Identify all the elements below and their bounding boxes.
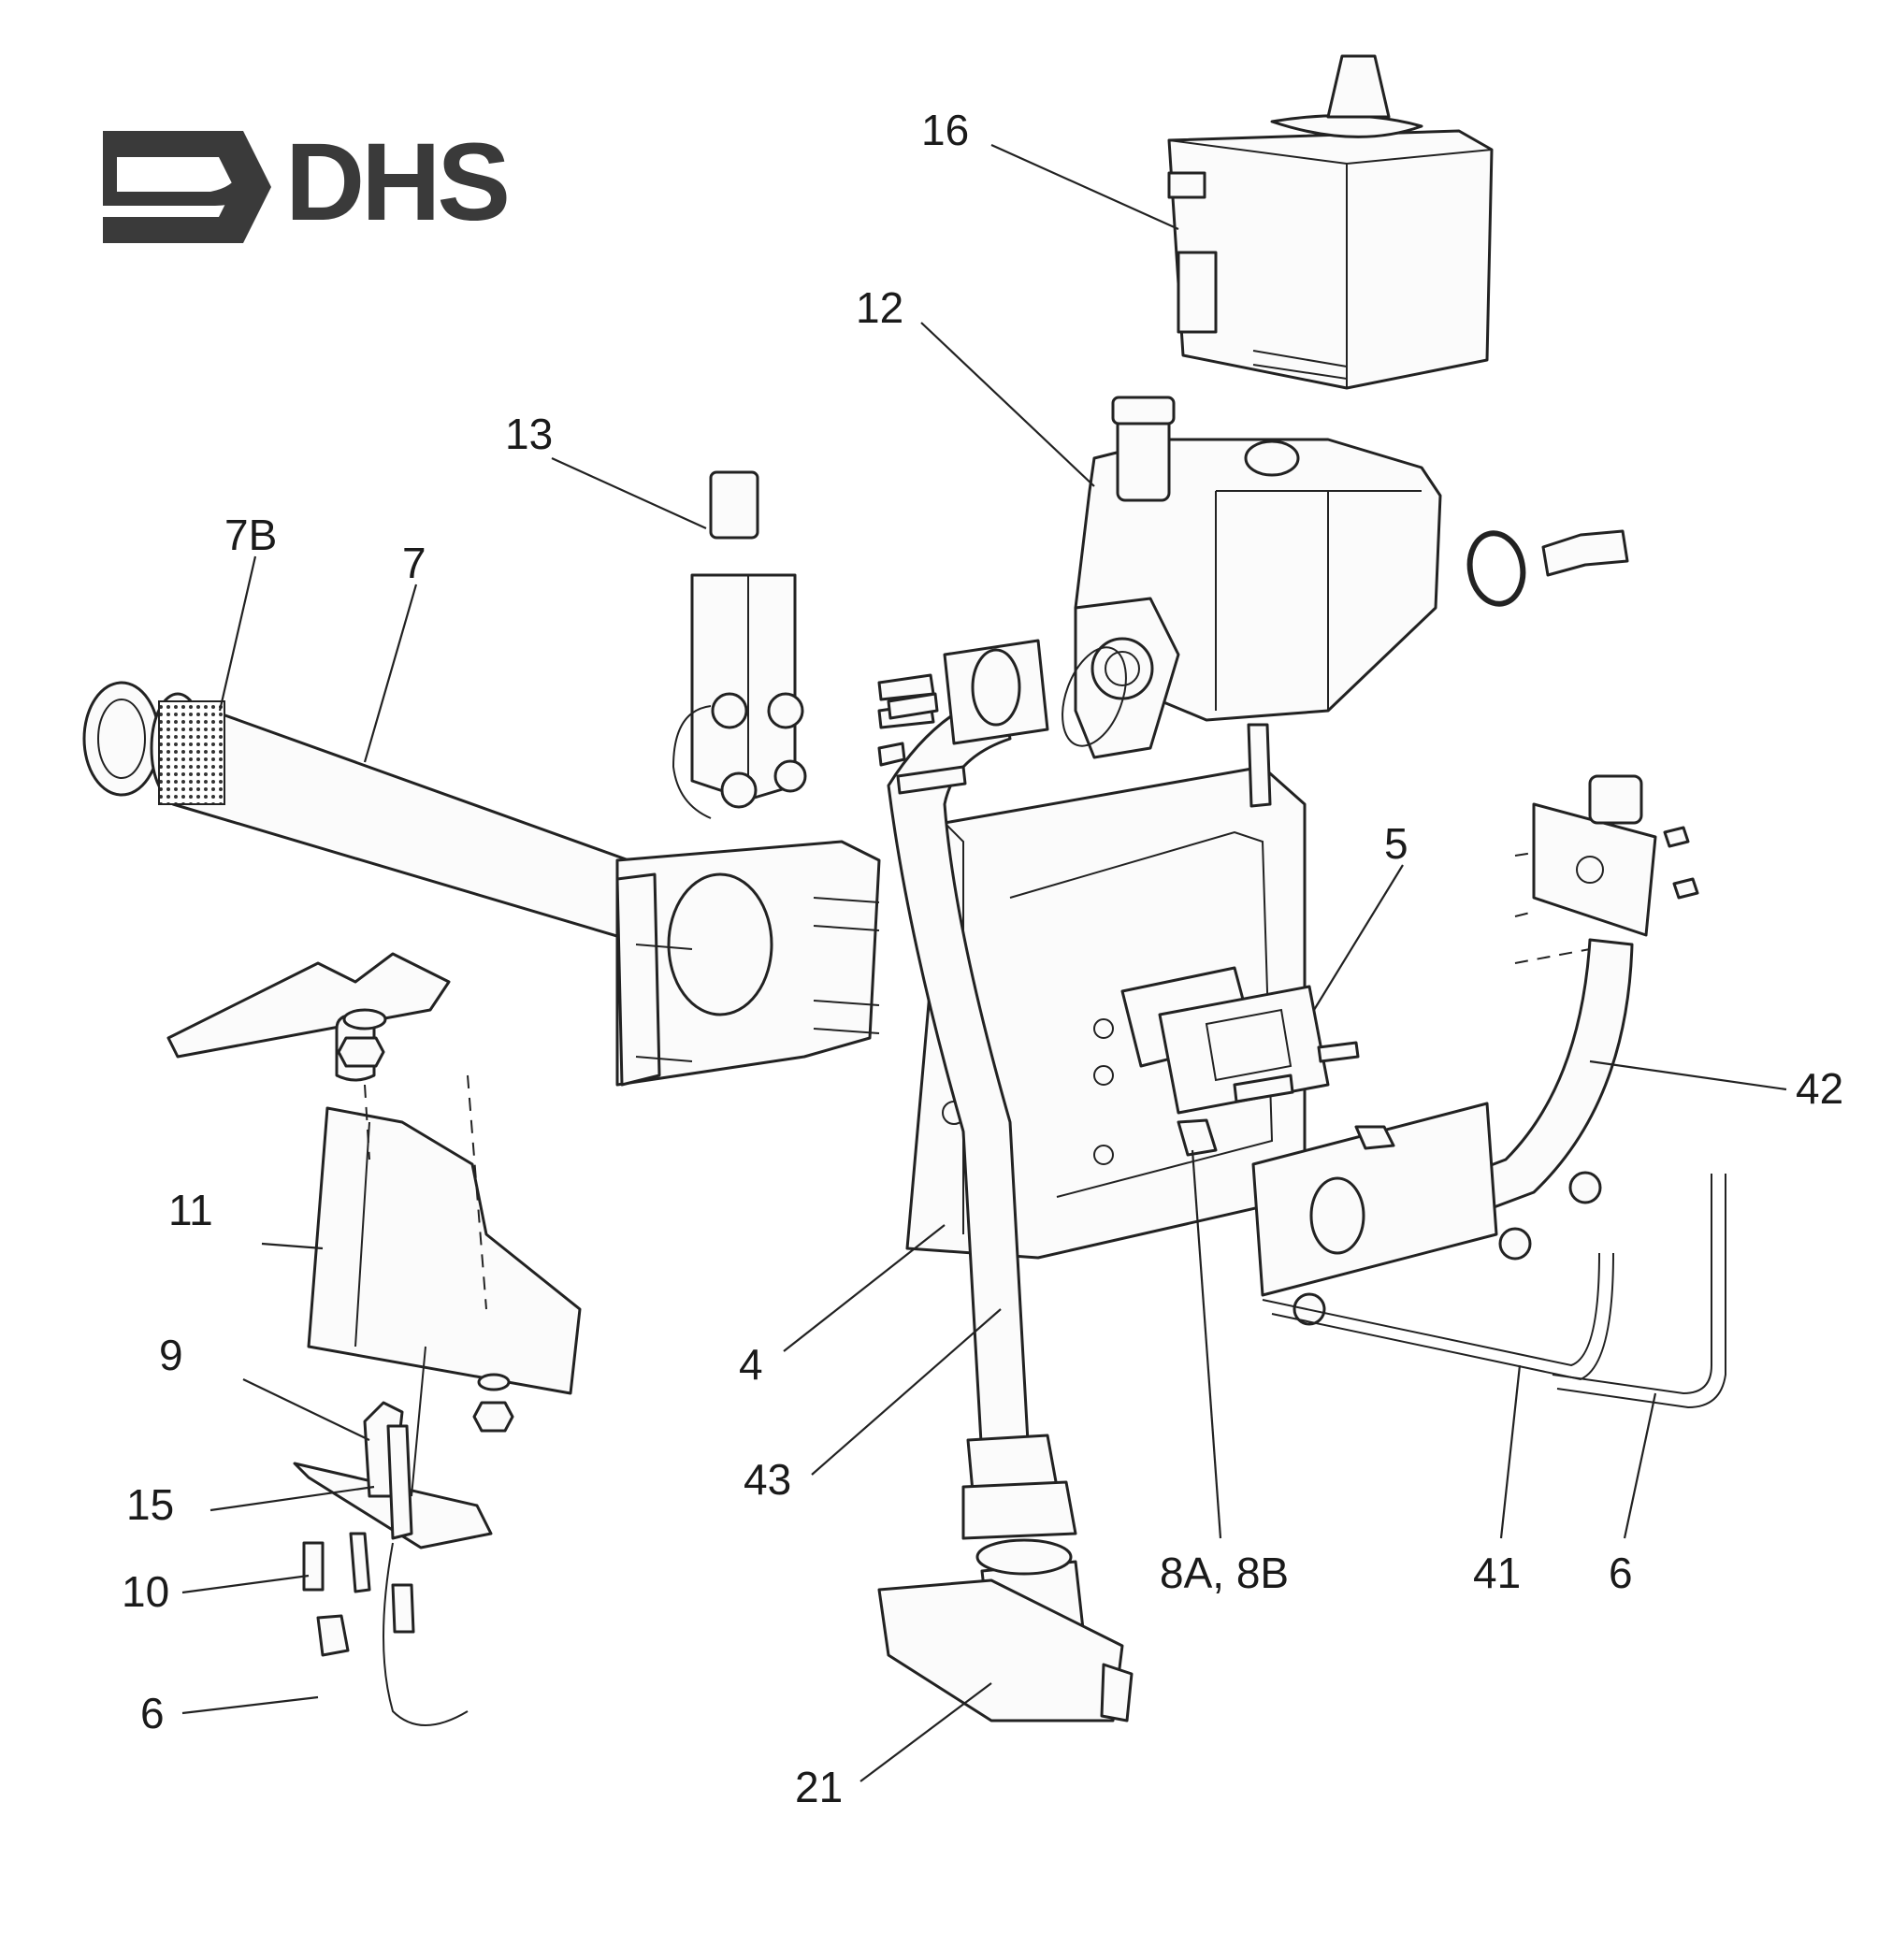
label-6-left: 6 [140,1689,165,1737]
label-11: 11 [168,1186,213,1234]
label-43: 43 [744,1455,791,1504]
part-11-shield [307,1008,582,1433]
part-labels: 16 12 13 7B 7 5 42 11 9 15 10 6 4 43 8A,… [122,106,1843,1811]
part-13-pilot [672,470,935,819]
label-9: 9 [159,1331,183,1379]
label-15: 15 [126,1480,174,1529]
logo-bar-top [103,131,224,157]
part-42-pipe [1251,774,1699,1326]
part-43-supply-pipe [887,639,1077,1540]
label-10: 10 [122,1567,169,1616]
burner-mesh-7b [158,700,225,805]
logo-chevron [206,131,271,243]
part-5-gasket [1120,966,1360,1157]
part-21-valve [877,1538,1134,1722]
label-6-right: 6 [1609,1549,1633,1597]
label-21: 21 [795,1763,843,1811]
label-41: 41 [1473,1549,1521,1597]
label-8A-8B: 8A, 8B [1160,1549,1289,1597]
label-12: 12 [856,283,903,332]
label-5: 5 [1384,819,1408,868]
logo-bar-bottom [103,217,224,243]
dhs-logo: DHS [103,121,511,244]
label-16: 16 [921,106,969,154]
label-13: 13 [505,410,553,458]
label-42: 42 [1796,1064,1843,1113]
part-12-gas-valve [1062,396,1629,759]
label-7B: 7B [224,511,277,559]
part-9-igniter [293,1346,493,1726]
part-16-housing [1167,54,1494,390]
leader-lines [181,143,1787,1782]
label-7: 7 [402,539,426,587]
label-4: 4 [739,1340,763,1389]
logo-text: DHS [285,121,507,244]
part-41-tubing [1262,1174,1726,1409]
part-7-burner [82,681,881,1087]
